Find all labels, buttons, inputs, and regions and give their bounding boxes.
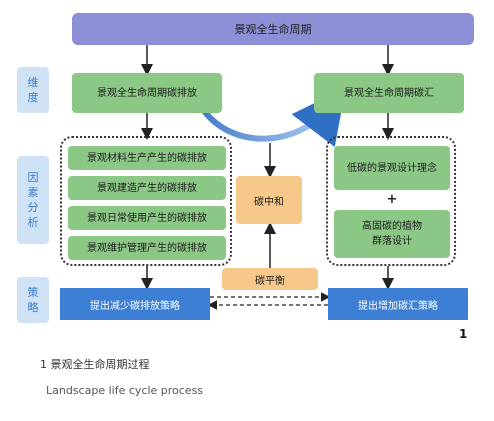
side-char: 因 — [27, 171, 39, 184]
emission-factor-item: 景观维护管理产生的碳排放 — [68, 236, 226, 260]
emission-factor-group — [60, 136, 232, 266]
side-label-dimension: 维 度 — [17, 67, 49, 113]
caption-chinese: 1 景观全生命周期过程 — [40, 358, 150, 371]
side-char: 策 — [27, 286, 39, 299]
emission-factor-item: 景观日常使用产生的碳排放 — [68, 206, 226, 230]
carbon-balance-box: 碳平衡 — [222, 268, 318, 290]
strategy-increase-sink: 提出增加碳汇策略 — [328, 288, 468, 320]
side-char: 析 — [27, 216, 39, 229]
plant-community-line1: 高固碳的植物 — [362, 221, 422, 232]
side-char: 维 — [27, 76, 39, 89]
sink-factor-plant-community: 高固碳的植物 群落设计 — [334, 210, 450, 258]
caption-english: Landscape life cycle process — [46, 384, 204, 397]
side-label-factor-analysis: 因 素 分 析 — [17, 156, 49, 244]
strategy-reduce-emission: 提出减少碳排放策略 — [60, 288, 210, 320]
side-char: 度 — [27, 91, 39, 104]
emission-factor-item: 景观建造产生的碳排放 — [68, 176, 226, 200]
sink-factor-design-concept: 低碳的景观设计理念 — [334, 146, 450, 190]
lifecycle-title-bar: 景观全生命周期 — [72, 13, 474, 45]
side-char: 略 — [27, 301, 39, 314]
sink-box: 景观全生命周期碳汇 — [314, 73, 464, 113]
side-label-strategy: 策 略 — [17, 277, 49, 323]
carbon-neutral-box: 碳中和 — [236, 176, 302, 224]
plus-sign: + — [386, 192, 398, 207]
emission-factor-item: 景观材料生产产生的碳排放 — [68, 146, 226, 170]
sink-factor-group — [326, 136, 456, 266]
side-char: 分 — [27, 201, 39, 214]
emission-box: 景观全生命周期碳排放 — [72, 73, 222, 113]
side-char: 素 — [27, 186, 39, 199]
figure-number: 1 — [459, 327, 468, 341]
plant-community-line2: 群落设计 — [372, 236, 412, 247]
arc-arrow — [202, 87, 346, 147]
